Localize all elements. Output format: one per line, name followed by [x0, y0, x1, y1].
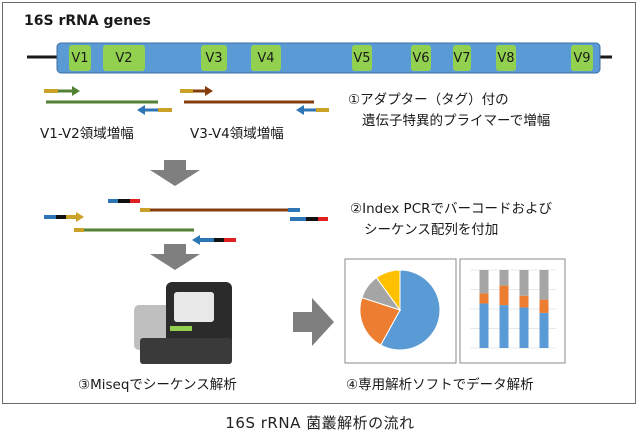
step2-line1: ②Index PCRでバーコードおよび: [350, 201, 553, 217]
region-label: V9: [573, 51, 590, 66]
region-label: V5: [353, 51, 370, 66]
arrow-head-icon: [137, 105, 145, 115]
pie-slice: [375, 269, 401, 312]
arrow-head-icon: [72, 86, 80, 96]
region-v6: V6: [411, 45, 431, 71]
region-v7: V7: [453, 45, 471, 71]
step3-label: ③Miseqでシーケンス解析: [78, 377, 237, 393]
bar-segment: [479, 303, 489, 348]
bar-segment: [519, 270, 529, 296]
stacked-bar-chart: [470, 269, 556, 349]
arrow-head-icon: [192, 235, 200, 245]
bar-segment: [519, 307, 529, 348]
pie-slice: [380, 269, 441, 351]
region-label: V2: [115, 51, 132, 66]
variable-regions: V1 V2 V3 V4 V5 V6 V7 V8 V9: [69, 45, 593, 71]
bar-segment: [499, 305, 509, 348]
bar-segment: [539, 299, 549, 313]
region-label: V3: [205, 51, 222, 66]
right-arrow-icon: [293, 298, 334, 346]
region-label: V4: [257, 51, 274, 66]
down-arrow-icon: [150, 244, 200, 270]
arrow-head-icon: [76, 212, 84, 222]
pie-chart: [359, 269, 441, 351]
region-v9: V9: [571, 45, 593, 71]
step2-line2: シーケンス配列を付加: [364, 222, 499, 238]
region-label: V1: [71, 51, 88, 66]
region-label: V6: [412, 51, 429, 66]
v3v4-label: V3-V4領域増幅: [190, 126, 284, 142]
bar-segment: [479, 270, 489, 294]
gene-title: 16S rRNA genes: [24, 13, 151, 29]
v3v4-amplicon: [180, 86, 329, 115]
step4-label: ④専用解析ソフトでデータ解析: [346, 377, 534, 393]
region-label: V8: [497, 51, 514, 66]
step1-line1: ①アダプター（タグ）付の: [348, 92, 509, 108]
bar-segment: [519, 295, 529, 308]
bar-segment: [499, 270, 509, 286]
region-v5: V5: [352, 45, 372, 71]
region-v2: V2: [103, 45, 145, 71]
sequencer-icon: [134, 282, 232, 364]
arrow-head-icon: [296, 105, 304, 115]
region-v3: V3: [201, 45, 227, 71]
bar-segment: [539, 270, 549, 300]
region-v4: V4: [251, 45, 281, 71]
v1v2-amplicon: [44, 86, 172, 115]
arrow-head-icon: [205, 86, 213, 96]
region-v8: V8: [496, 45, 516, 71]
pie-slice: [359, 297, 401, 346]
figure-caption: 16S rRNA 菌叢解析の流れ: [225, 414, 415, 432]
region-label: V7: [453, 51, 470, 66]
v3v4-indexed-amplicon: [108, 199, 328, 221]
bar-segment: [499, 285, 509, 306]
bar-segment: [479, 293, 489, 304]
stacked-bar-panel: [459, 258, 566, 364]
region-v1: V1: [69, 45, 91, 71]
figure-frame: [2, 2, 636, 404]
down-arrow-icon: [150, 160, 200, 186]
v1v2-indexed-amplicon: [44, 212, 236, 245]
step1-line2: 遺伝子特異的プライマーで増幅: [362, 113, 551, 129]
v1v2-label: V1-V2領域増幅: [40, 126, 134, 142]
bar-segment: [539, 312, 549, 348]
